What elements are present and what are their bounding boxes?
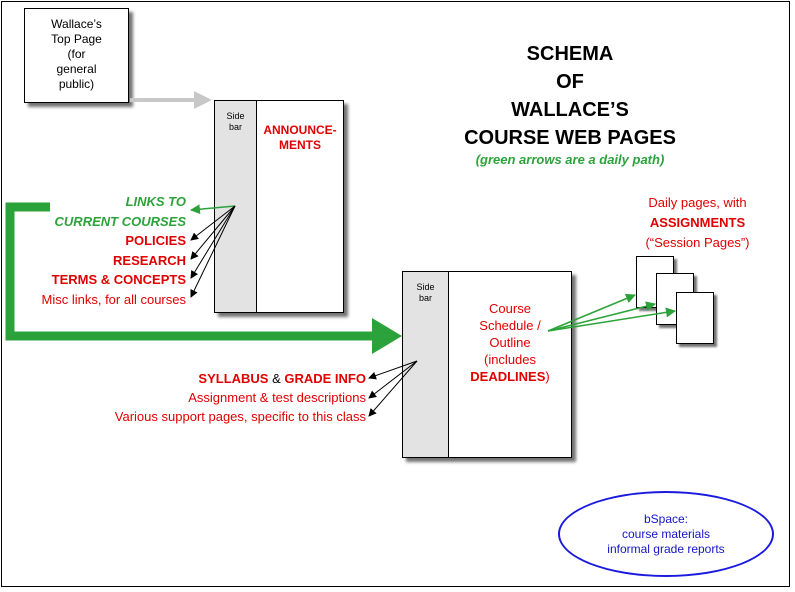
link-policies: POLICIES [125,233,186,248]
announcements-label: ANNOUNCE- MENTS [257,123,343,153]
link-assignment-descriptions: Assignment & test descriptions [188,390,366,405]
title-line-2: OF [556,71,584,93]
link-research: RESEARCH [113,252,186,268]
bspace-line-3: informal grade reports [607,541,725,556]
top-page-line-4: general [56,62,97,76]
link-current-courses-1: LINKS TO [125,194,186,209]
course-sidebar-line-2: bar [418,293,432,303]
course-schedule-line-2: Schedule / [479,318,541,333]
link-terms-concepts: TERMS & CONCEPTS [51,272,186,287]
diagram-subtitle: (green arrows are a daily path) [475,152,665,167]
course-schedule-line-5: DEADLINES) [449,368,571,385]
green-daily-path-arrow [5,202,402,354]
top-page-line-2: Top Page [51,32,102,46]
course-page-links: SYLLABUS & GRADE INFO Assignment & test … [20,369,366,426]
deadlines-paren: ) [545,369,550,384]
top-page-line-5: public) [58,77,95,91]
gray-arrow-top-to-main [130,91,212,109]
syllabus-label: SYLLABUS [198,371,269,386]
link-various-support: Various support pages, specific to this … [114,409,366,424]
main-sidebar-line-1: Side [226,111,245,121]
link-misc: Misc links, for all courses [41,291,186,307]
main-page-links: LINKS TO CURRENT COURSES POLICIES RESEAR… [10,192,186,309]
top-page-line-1: Wallace’s [51,17,102,31]
diagram-title: SCHEMA OF WALLACE’S COURSE WEB PAGES [430,40,710,152]
course-page-sidebar: Side bar [403,272,449,457]
title-line-3: WALLACE’S [511,99,629,121]
course-schedule-line-1: Course [489,301,531,316]
bspace-ellipse: bSpace: course materials informal grade … [558,491,774,577]
course-page-box: Side bar Course Schedule / Outline (incl… [402,271,572,458]
daily-line-3: (“Session Pages”) [645,235,750,250]
course-schedule-line-3: Outline [489,335,531,350]
daily-line-1: Daily pages, with [648,195,747,210]
main-sidebar-line-2: bar [228,122,242,132]
daily-pages-label: Daily pages, with ASSIGNMENTS (“Session … [615,193,780,253]
title-line-1: SCHEMA [526,43,614,65]
main-page-link-arrows [190,204,236,298]
top-page-line-3: (for [67,47,86,61]
course-schedule-line-4: (includes [483,352,537,367]
deadlines-label: DEADLINES [470,369,546,384]
amp-label: & [268,371,285,386]
daily-line-2: ASSIGNMENTS [649,215,746,230]
link-current-courses-2: CURRENT COURSES [54,213,186,229]
course-page-link-arrows [368,360,418,417]
session-page-arrows [547,293,676,332]
grade-info-label: GRADE INFO [284,371,366,386]
title-line-4: COURSE WEB PAGES [464,127,676,149]
bspace-line-1: bSpace: [643,511,689,526]
course-sidebar-line-1: Side [416,282,435,292]
main-page-box: Side bar ANNOUNCE- MENTS [214,100,344,313]
course-schedule-label: Course Schedule / Outline (includes DEAD… [449,300,571,385]
link-syllabus-grade: SYLLABUS & GRADE INFO [20,369,366,388]
bspace-line-2: course materials [621,526,711,541]
top-page-box: Wallace’s Top Page (for general public) [24,8,129,103]
announcements-line-2: MENTS [279,138,321,152]
session-page-3 [676,292,714,344]
announcements-line-1: ANNOUNCE- [263,123,337,137]
